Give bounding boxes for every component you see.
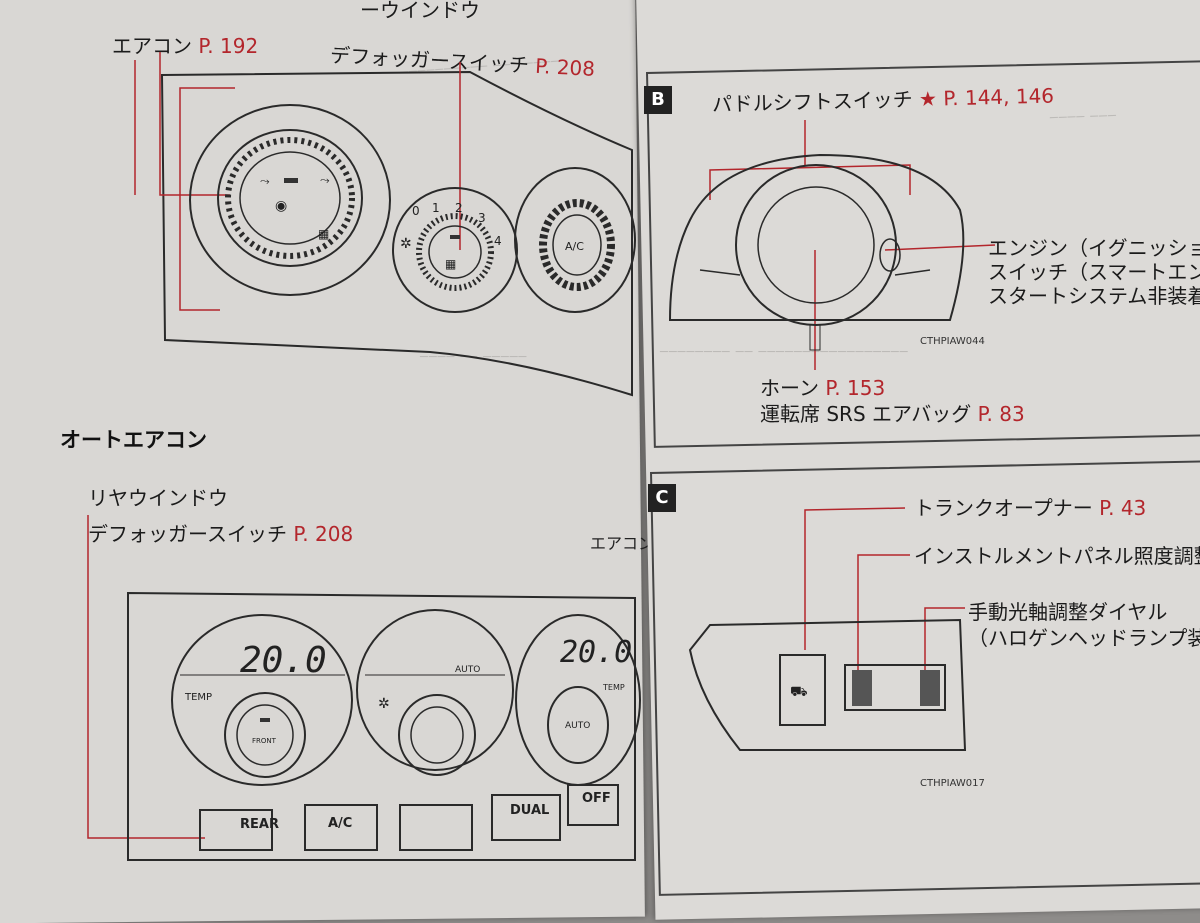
svg-text:TEMP: TEMP — [184, 692, 212, 703]
section-b-letter: B — [644, 86, 672, 114]
beam-dial-label-2: （ハロゲンヘッドランプ装 — [968, 626, 1200, 650]
steering-wheel-diagram — [668, 120, 996, 370]
ac-dial: A/C — [514, 167, 636, 313]
mode-dial: AUTO ✲ — [356, 609, 514, 776]
auto-defogger-label-1: リヤウインドウ — [88, 486, 228, 510]
auto-defogger-label-2: デフォッガースイッチ P. 208 — [88, 522, 354, 546]
fan-dial: ▦ ✲ 0 1 2 3 4 — [392, 187, 518, 313]
engine-switch-label-2: スイッチ（スマートエン — [988, 260, 1200, 284]
beam-dial-label-1: 手動光軸調整ダイヤル — [968, 600, 1168, 624]
svg-text:AUTO: AUTO — [455, 665, 480, 675]
svg-text:FRONT: FRONT — [252, 737, 277, 745]
svg-text:3: 3 — [478, 211, 486, 225]
horn-label: ホーン P. 153 — [760, 376, 886, 400]
svg-text:⛟: ⛟ — [790, 684, 808, 700]
svg-text:OFF: OFF — [582, 791, 611, 806]
panel-light-label: インストルメントパネル照度調整 — [914, 544, 1200, 568]
right-temp-dial: 20.0 TEMP AUTO — [515, 614, 641, 786]
engine-switch-label-1: エンジン（イグニッショ — [988, 236, 1200, 260]
svg-text:◉: ◉ — [275, 198, 287, 214]
svg-text:TEMP: TEMP — [602, 683, 625, 692]
rear-window-label: ーウインドウ — [360, 0, 480, 22]
aircon-label: エアコン P. 192 — [112, 34, 259, 58]
temp-dial: ◉ ⤳ ⤳ ▦ — [189, 104, 391, 296]
svg-text:A/C: A/C — [328, 816, 352, 831]
airbag-label: 運転席 SRS エアバッグ P. 83 — [760, 402, 1025, 426]
manual-ac-diagram: ◉ ⤳ ⤳ ▦ ▦ ✲ 0 1 2 3 4 A/C — [134, 52, 636, 397]
figure-code-b: CTHPIAW044 — [920, 336, 985, 347]
svg-text:0: 0 — [412, 204, 420, 218]
left-temp-dial: 20.0 TEMP FRONT — [171, 614, 353, 786]
svg-text:⤳: ⤳ — [320, 173, 330, 187]
side-note: エアコンP — [590, 534, 664, 553]
svg-text:▦: ▦ — [445, 257, 456, 271]
svg-text:4: 4 — [494, 234, 502, 248]
svg-text:2: 2 — [455, 201, 463, 215]
svg-text:A/C: A/C — [565, 240, 584, 253]
bleed-text: ──────── ── ───────────────── — [660, 345, 909, 360]
svg-text:⤳: ⤳ — [260, 174, 270, 188]
auto-aircon-title: オートエアコン — [60, 428, 207, 452]
svg-text:20.0: 20.0 — [560, 635, 632, 670]
switch-panel-diagram: ⛟ — [688, 507, 967, 751]
svg-text:✲: ✲ — [400, 236, 412, 252]
section-c-letter: C — [648, 484, 676, 512]
trunk-opener-label: トランクオープナー P. 43 — [914, 496, 1147, 520]
auto-ac-diagram: 20.0 TEMP FRONT AUTO ✲ 20.0 TEMP AUTO RE… — [87, 515, 641, 861]
svg-text:REAR: REAR — [240, 817, 279, 832]
engine-switch-label-3: スタートシステム非装着 — [988, 284, 1200, 308]
svg-text:DUAL: DUAL — [510, 803, 549, 818]
svg-text:AUTO: AUTO — [565, 721, 590, 731]
svg-text:1: 1 — [432, 201, 440, 215]
figure-code-c: CTHPIAW017 — [920, 778, 985, 789]
button-row: REAR A/C DUAL OFF — [199, 784, 619, 851]
svg-text:✲: ✲ — [378, 696, 390, 712]
svg-text:▦: ▦ — [318, 227, 329, 241]
svg-text:20.0: 20.0 — [240, 640, 327, 681]
